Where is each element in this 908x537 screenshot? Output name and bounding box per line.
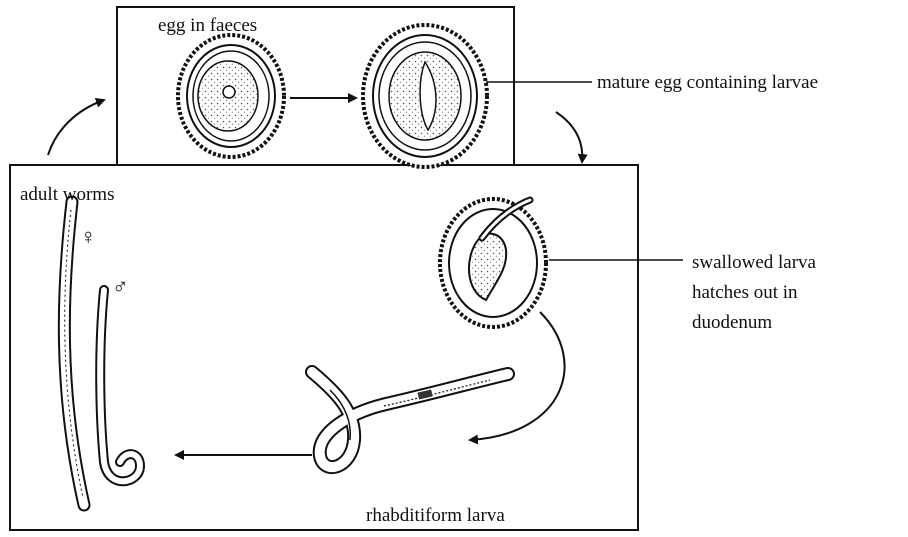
egg-in-faeces [178,35,284,157]
female-symbol: ♀ [80,224,97,249]
male-worm [100,290,140,481]
label-swallowed-3: duodenum [692,312,772,333]
label-swallowed-2: hatches out in [692,282,798,303]
mature-egg [363,25,487,167]
label-egg-in-faeces: egg in faeces [158,15,257,36]
male-symbol: ♂ [112,274,129,299]
label-rhabditiform: rhabditiform larva [366,505,505,526]
hatching-egg [440,199,546,327]
rhabditiform-larva [312,372,508,467]
label-adult-worms: adult worms [20,184,114,205]
arrow-to-bottom-box [556,112,582,162]
label-mature-egg: mature egg containing larvae [597,72,818,93]
arrow-to-egg-box [48,100,104,155]
label-swallowed-1: swallowed larva [692,252,817,273]
